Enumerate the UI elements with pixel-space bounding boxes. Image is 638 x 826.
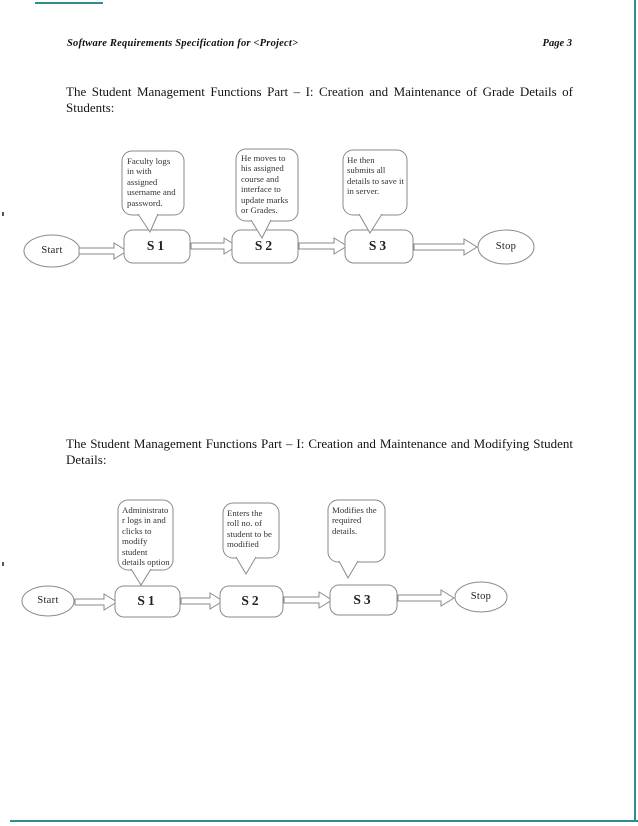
d1-callout-3-tail bbox=[358, 213, 383, 234]
d2-arrow-4 bbox=[397, 589, 455, 607]
d1-state-s3-label: S3 bbox=[368, 238, 390, 253]
d1-callout-2-text: He moves to his assigned course and inte… bbox=[241, 153, 289, 215]
d1-callout-1-text: Faculty logs in with assigned username a… bbox=[127, 156, 176, 208]
stray-mark bbox=[2, 212, 4, 216]
d2-state-s1-label: S1 bbox=[137, 593, 158, 608]
d2-callout-1-tail bbox=[130, 568, 152, 586]
d2-arrow-3 bbox=[283, 591, 333, 609]
d1-start-label: Start bbox=[41, 245, 63, 256]
d1-callout-1-tail bbox=[137, 213, 159, 234]
d2-stop-label: Stop bbox=[470, 591, 492, 602]
page-border-right bbox=[634, 0, 636, 822]
d1-callout-2-tail bbox=[250, 219, 272, 240]
d2-callout-3-tail bbox=[338, 560, 359, 580]
d2-state-s2-label: S2 bbox=[241, 593, 262, 608]
d1-arrow-2 bbox=[190, 237, 238, 255]
page-border-top bbox=[35, 2, 103, 4]
d1-arrow-3 bbox=[298, 237, 348, 255]
d2-start-label: Start bbox=[37, 595, 59, 606]
header-page-number: Page 3 bbox=[542, 38, 572, 49]
d2-state-s3-label: S3 bbox=[353, 592, 374, 607]
d1-arrow-1 bbox=[78, 242, 128, 260]
d2-callout-3-text: Modifies the required details. bbox=[332, 505, 377, 536]
d1-state-s2-label: S2 bbox=[254, 238, 276, 253]
d2-callout-1-text: Administrator logs in and clicks to modi… bbox=[122, 505, 170, 567]
section-heading-2: The Student Management Functions Part – … bbox=[66, 436, 573, 467]
d1-callout-3-text: He then submits all details to save it i… bbox=[347, 155, 404, 197]
page-border-bottom bbox=[10, 820, 638, 822]
d2-callout-2-tail bbox=[235, 556, 257, 575]
d2-arrow-2 bbox=[180, 592, 224, 610]
d1-arrow-4 bbox=[413, 238, 478, 256]
stray-mark bbox=[2, 562, 4, 566]
d2-arrow-1 bbox=[74, 593, 118, 611]
section-heading-1: The Student Management Functions Part – … bbox=[66, 84, 573, 115]
d1-stop-label: Stop bbox=[495, 241, 517, 252]
header-title: Software Requirements Specification for … bbox=[67, 38, 299, 49]
d1-state-s1-label: S1 bbox=[146, 238, 168, 253]
d2-callout-2-text: Enters the roll no. of student to be mod… bbox=[227, 508, 272, 550]
